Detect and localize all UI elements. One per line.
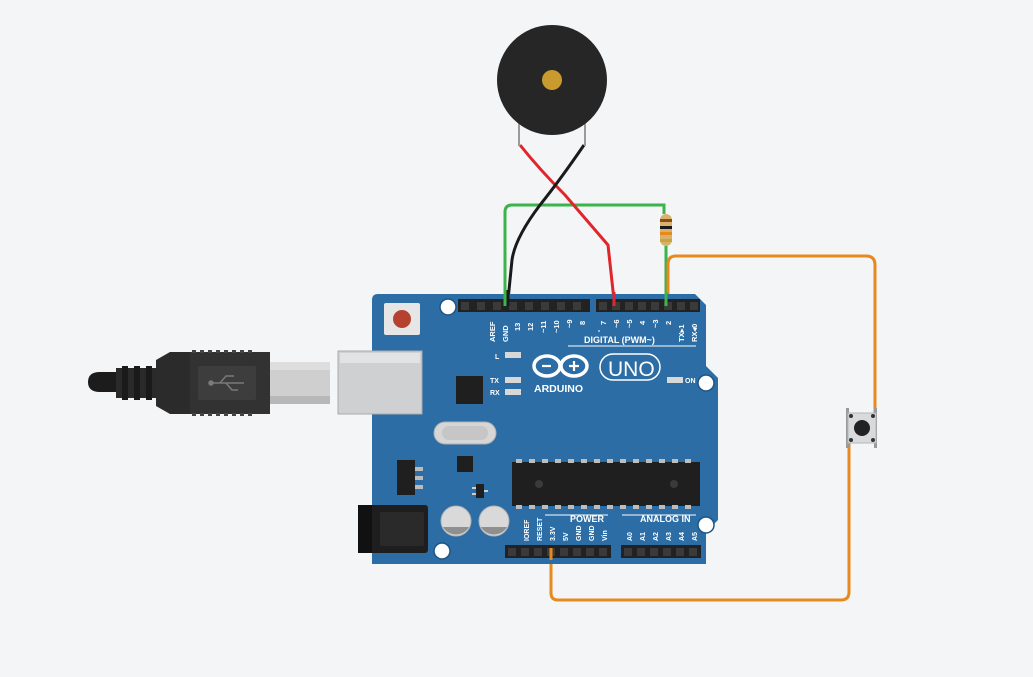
arduino-uno-board[interactable]: AREF GND 13 12 ~11 ~10 ~9 8 7 ~6 ~5 4 ~3…: [337, 294, 718, 564]
pin-label: RX◂0: [690, 324, 699, 342]
power-label: POWER: [570, 514, 605, 524]
wire-green[interactable]: [503, 203, 666, 300]
mounting-hole: [697, 516, 715, 534]
wire-black[interactable]: [506, 144, 586, 301]
pushbutton-cap[interactable]: [854, 420, 870, 436]
pin-label: 3.3V: [550, 526, 557, 541]
voltage-regulator: [397, 460, 423, 495]
model-label: UNO: [608, 358, 655, 381]
digital-header-label: DIGITAL (PWM~): [584, 335, 655, 345]
pin-label: 7: [599, 321, 608, 325]
pin-label: A5: [692, 532, 699, 541]
power-header: [505, 545, 611, 558]
pin-label: ~9: [565, 319, 574, 328]
reset-button[interactable]: [384, 303, 420, 335]
led-on: ON: [667, 377, 696, 385]
resistor[interactable]: [660, 214, 672, 246]
transistor: [472, 484, 488, 498]
pin-label: RESET: [537, 517, 544, 541]
svg-text:TX: TX: [490, 378, 499, 385]
pin-label: A2: [653, 532, 660, 541]
led-l: L: [495, 352, 521, 361]
pin-label: AREF: [488, 321, 497, 342]
usb-cable[interactable]: [88, 350, 330, 416]
pin-label: ~5: [625, 319, 634, 328]
pin-label: ~3: [651, 319, 660, 328]
pin-label: A1: [640, 532, 647, 541]
pin-label: IOREF: [524, 519, 531, 541]
pin-label: 2: [664, 321, 673, 325]
pin-label: Vin: [602, 530, 609, 541]
pin-label: 13: [513, 323, 522, 331]
led-rx: RX: [490, 389, 521, 397]
wire-orange-top[interactable]: [666, 254, 877, 418]
atmega-microcontroller: [512, 459, 700, 509]
model-badge: [599, 353, 661, 381]
digital-header-right: [596, 299, 700, 312]
power-jack: [358, 505, 428, 553]
analog-header: [621, 545, 701, 558]
led-tx: TX: [490, 377, 521, 385]
pin-label: GND: [589, 525, 596, 541]
pushbutton[interactable]: [846, 408, 877, 448]
usb-symbol-icon: [208, 375, 244, 391]
buzzer-center: [542, 70, 562, 90]
pin-label: GND: [501, 325, 510, 342]
mounting-hole: [439, 298, 457, 316]
wires: [503, 144, 877, 602]
pin-label: ~10: [552, 320, 561, 333]
brand-label: ARDUINO: [534, 383, 583, 395]
pin-label: 4: [638, 320, 647, 325]
piezo-buzzer[interactable]: [497, 25, 607, 146]
svg-text:RX: RX: [490, 390, 500, 397]
pin-label: 5V: [563, 532, 570, 541]
svg-text:L: L: [495, 354, 500, 361]
wire-red[interactable]: [518, 144, 616, 301]
usb-controller-chip: [456, 376, 483, 404]
capacitor: [478, 505, 510, 537]
arduino-logo-icon: [532, 354, 589, 378]
pin-label: A0: [627, 532, 634, 541]
pin-label: TX▸1: [677, 324, 686, 342]
wire-orange-bottom[interactable]: [549, 440, 851, 602]
pin-label: 8: [578, 321, 587, 325]
wire-endpoints: [503, 290, 668, 560]
mounting-hole: [433, 542, 451, 560]
pin-label: 12: [526, 323, 535, 331]
pin-label: A3: [666, 532, 673, 541]
pin-label: A4: [679, 532, 686, 541]
mounting-hole: [697, 374, 715, 392]
capacitor: [440, 505, 472, 537]
pin-label: GND: [576, 525, 583, 541]
svg-text:ON: ON: [685, 378, 696, 385]
pin-label: ~11: [539, 321, 548, 333]
digital-header-left: [458, 299, 590, 312]
small-chip: [457, 456, 473, 472]
analog-label: ANALOG IN: [640, 514, 691, 524]
pin-label: ~6: [612, 319, 621, 328]
